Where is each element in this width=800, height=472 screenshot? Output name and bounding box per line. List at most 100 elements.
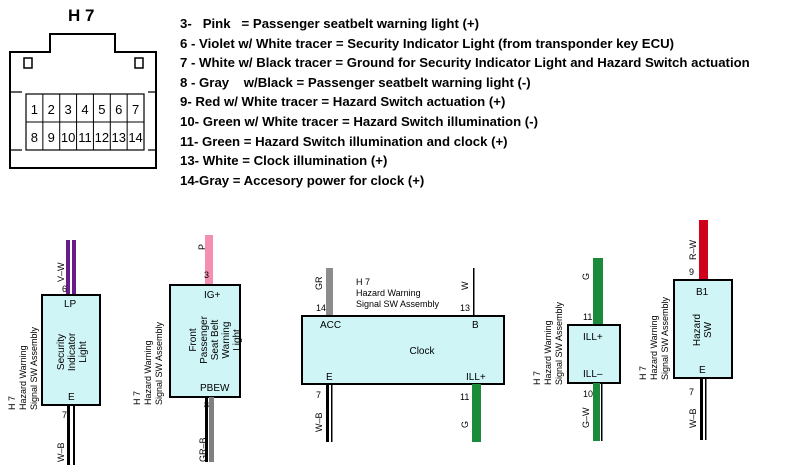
box-text-light: Light	[78, 341, 89, 363]
legend-pin-3: 3- Pink = Passenger seatbelt warning lig…	[180, 16, 479, 31]
wire-label-v-w: V–W	[56, 262, 66, 282]
box-text-security: Security	[56, 334, 67, 370]
legend-pin-10: 10- Green w/ White tracer = Hazard Switc…	[180, 113, 538, 129]
header-hazard: Hazard Warning	[356, 288, 421, 298]
pin-label-b1: B1	[696, 287, 709, 298]
wire-gray-black	[209, 397, 214, 462]
legend-pin-8: 8 - Gray w/Black = Passenger seatbelt wa…	[180, 74, 531, 90]
connector-pin-4: 4	[81, 102, 88, 117]
connector-title: H 7	[68, 6, 95, 25]
pin-label-acc: ACC	[320, 320, 341, 331]
pin-label-e: E	[326, 372, 333, 383]
side-label-hazard: Hazard Warning	[543, 320, 553, 385]
connector-pin-3: 3	[65, 102, 72, 117]
wire-label-w-b: W–B	[56, 442, 66, 462]
wire-white-black	[705, 378, 707, 440]
wire-green-white	[593, 383, 600, 441]
wire-label-g: G	[581, 273, 591, 280]
connector-pin-7: 7	[132, 102, 139, 117]
connector-pin-14: 14	[128, 130, 142, 145]
connector-pin-2: 2	[48, 102, 55, 117]
box-text-front: Front	[188, 328, 199, 352]
box-text-sw: SW	[703, 321, 714, 338]
hazard-switch-diagram: R–W 9 B1 E Hazard SW 7 W–B H 7 Hazard Wa…	[638, 220, 733, 440]
seatbelt-warning-diagram: P 3 IG+ PBEW Front Passenger Seat Belt W…	[132, 235, 243, 462]
box-text-light: Light	[232, 329, 243, 351]
pin-number-10: 10	[583, 389, 593, 399]
side-label-h7: H 7	[132, 391, 142, 405]
wire-white	[473, 268, 475, 316]
wire-label-gr: GR	[314, 276, 324, 290]
box-text-seat-belt: Seat Belt	[210, 319, 221, 360]
pin-label-e: E	[699, 365, 706, 376]
wire-label-gr-b: GR–B	[198, 437, 208, 462]
box-text-hazard: Hazard	[692, 314, 703, 346]
box-text-clock: Clock	[409, 346, 435, 357]
wire-label-p: P	[197, 244, 207, 250]
pin-label-ill-plus: ILL+	[583, 332, 603, 343]
pin-number-7: 7	[62, 410, 67, 420]
side-label-assembly: Signal SW Assembly	[660, 296, 670, 380]
header-h7: H 7	[356, 277, 370, 287]
wire-label-g-w: G–W	[581, 407, 591, 428]
wire-gray	[326, 268, 333, 316]
pin-label-ill-minus: ILL–	[583, 369, 603, 380]
connector-pin-8: 8	[31, 130, 38, 145]
legend-pin-14: 14-Gray = Accesory power for clock (+)	[180, 172, 425, 188]
wire-label-g: G	[460, 421, 470, 428]
header-assembly: Signal SW Assembly	[356, 299, 440, 309]
wire-label-r-w: R–W	[688, 239, 698, 260]
pin-label-ig: IG+	[204, 290, 221, 301]
hazard-illumination-diagram: G 11 ILL+ ILL– 10 G–W H 7 Hazard Warning…	[532, 258, 621, 441]
side-label-h7: H 7	[532, 371, 542, 385]
box-text-passenger: Passenger	[199, 315, 210, 363]
illumination-box	[567, 324, 621, 384]
wire-label-w-b: W–B	[314, 412, 324, 432]
wire-white-black	[331, 384, 333, 442]
pin-number-11: 11	[583, 312, 592, 322]
clock-box	[301, 315, 505, 385]
side-label-assembly: Signal SW Assembly	[29, 326, 39, 410]
pin-label-ill-plus: ILL+	[466, 372, 486, 383]
connector-pin-5: 5	[98, 102, 105, 117]
pin-label-b: B	[472, 320, 479, 331]
wire-white-black	[73, 405, 75, 465]
security-indicator-diagram: V–W 6 LP E Security Indicator Light 7 W–…	[7, 240, 101, 465]
wire-red-white	[699, 220, 708, 280]
connector-pin-6: 6	[115, 102, 122, 117]
connector-pin-1: 1	[31, 102, 38, 117]
pin-legend: 3- Pink = Passenger seatbelt warning lig…	[180, 14, 750, 190]
connector-pin-13: 13	[111, 130, 125, 145]
legend-pin-6: 6 - Violet w/ White tracer = Security In…	[180, 35, 675, 51]
connector-pin-9: 9	[48, 130, 55, 145]
wire-pink	[205, 235, 213, 285]
connector-pin-10: 10	[61, 130, 75, 145]
pin-number-11: 11	[460, 392, 469, 402]
side-label-h7: H 7	[7, 396, 17, 410]
security-indicator-box	[41, 294, 101, 406]
pin-number-14: 14	[316, 303, 326, 313]
wire-green	[593, 258, 603, 325]
wire-green	[472, 384, 481, 442]
pin-number-9: 9	[689, 267, 694, 277]
pin-label-lp: LP	[64, 299, 77, 310]
clock-diagram: GR 14 W 13 H 7 Hazard Warning Signal SW …	[301, 268, 505, 442]
legend-pin-9: 9- Red w/ White tracer = Hazard Switch a…	[180, 94, 506, 110]
legend-pin-7: 7 - White w/ Black tracer = Ground for S…	[180, 55, 750, 71]
pin-number-6: 6	[62, 284, 67, 294]
side-label-assembly: Signal SW Assembly	[154, 321, 164, 405]
box-text-warning: Warning	[221, 322, 232, 359]
pin-number-7: 7	[689, 387, 694, 397]
wire-label-w: W	[460, 281, 470, 290]
side-label-hazard: Hazard Warning	[649, 315, 659, 380]
side-label-hazard: Hazard Warning	[18, 345, 28, 410]
connector-pin-11: 11	[78, 130, 92, 145]
side-label-assembly: Signal SW Assembly	[554, 301, 564, 385]
pin-number-3: 3	[204, 270, 209, 280]
wire-violet-white	[66, 240, 70, 295]
box-text-indicator: Indicator	[67, 332, 78, 371]
pin-label-pbew: PBEW	[200, 383, 230, 394]
side-label-h7: H 7	[638, 366, 648, 380]
